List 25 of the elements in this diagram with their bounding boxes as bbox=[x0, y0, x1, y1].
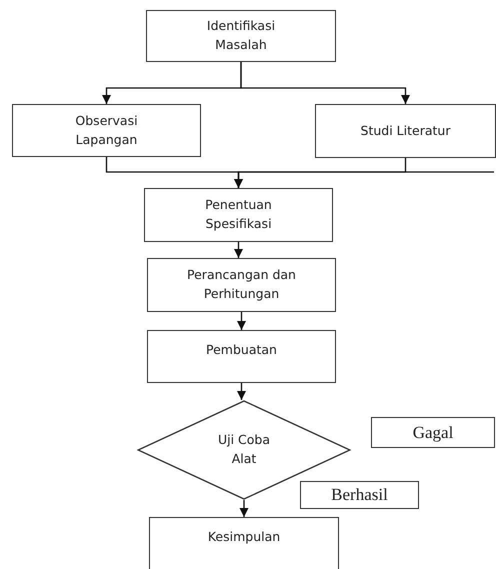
arrow bbox=[236, 312, 246, 330]
step-label: Penentuan Spesifikasi bbox=[204, 196, 273, 233]
process-box bbox=[315, 104, 496, 158]
step-label: Studi Literatur bbox=[360, 122, 450, 140]
process-box bbox=[149, 517, 339, 569]
step-label: Identifikasi Masalah bbox=[206, 17, 276, 54]
process-box bbox=[371, 417, 495, 448]
step-label: Perancangan dan Perhitungan bbox=[186, 266, 297, 303]
arrow bbox=[234, 242, 244, 258]
process-box bbox=[147, 258, 336, 312]
process-box bbox=[300, 481, 419, 509]
arrow bbox=[236, 383, 246, 400]
arrow bbox=[234, 171, 494, 188]
process-box bbox=[147, 330, 336, 383]
step-label: Gagal bbox=[412, 422, 454, 444]
step-label: Uji Coba Alat bbox=[216, 431, 272, 468]
arrow bbox=[239, 500, 249, 517]
process-box bbox=[146, 10, 336, 62]
process-box bbox=[144, 188, 333, 242]
step-label: Pembuatan bbox=[206, 341, 277, 359]
step-label: Observasi Lapangan bbox=[74, 112, 139, 149]
arrow bbox=[240, 62, 410, 104]
process-box bbox=[12, 104, 201, 157]
step-label: Berhasil bbox=[331, 484, 388, 506]
step-label: Kesimpulan bbox=[208, 528, 280, 546]
